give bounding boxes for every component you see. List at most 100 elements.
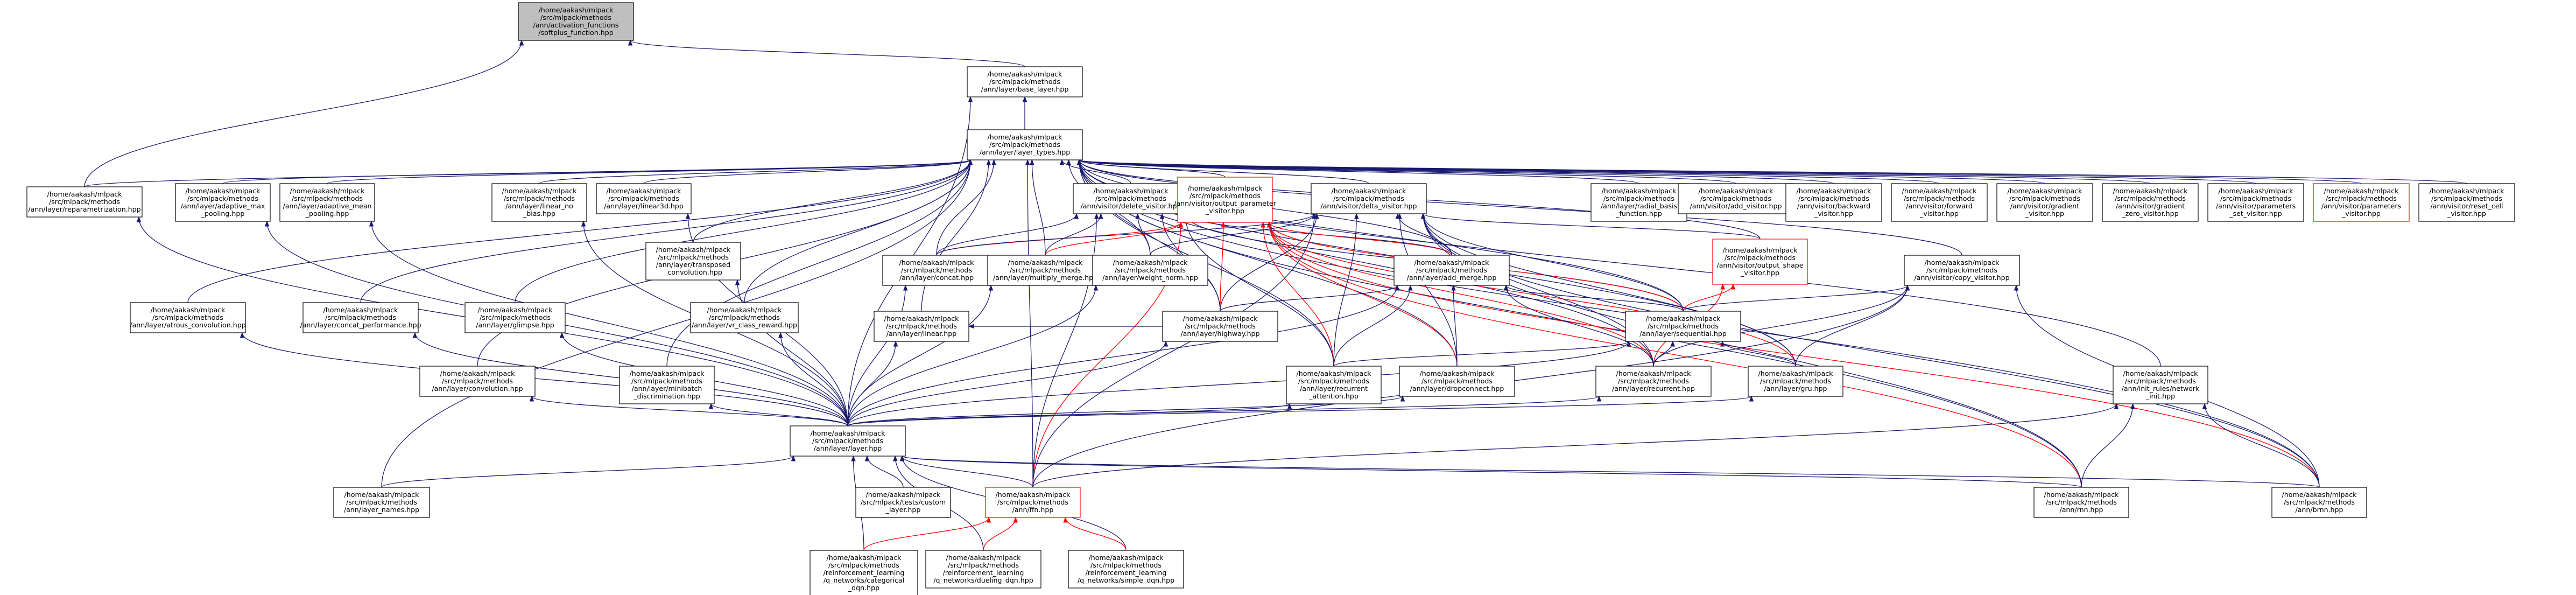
node-copy-visitor[interactable]: /home/aakash/mlpack/src/mlpack/methods/a… xyxy=(1904,255,2020,286)
edge-arrowhead xyxy=(1596,395,1602,402)
node-base-layer[interactable]: /home/aakash/mlpack/src/mlpack/methods/a… xyxy=(967,66,1083,97)
node-label-line: /src/mlpack/methods xyxy=(346,498,417,506)
node-label-line: /ann/activation_functions xyxy=(533,21,619,29)
node-dueling-dqn[interactable]: /home/aakash/mlpack/src/mlpack/methods/r… xyxy=(925,550,1041,589)
node-linear3d[interactable]: /home/aakash/mlpack/src/mlpack/methods/a… xyxy=(596,183,692,214)
edge-arrowhead xyxy=(1135,213,1140,219)
node-box xyxy=(2418,183,2515,222)
node-label-line: /ann/layer/highway.hpp xyxy=(1180,330,1259,338)
edge-line xyxy=(1333,213,1357,367)
edge-output-shape-to-delta-visitor xyxy=(1420,213,1761,240)
node-reset-cell[interactable]: /home/aakash/mlpack/src/mlpack/methods/a… xyxy=(2418,183,2515,222)
node-label-line: /src/mlpack/methods xyxy=(152,313,223,321)
node-multiply-merge[interactable]: /home/aakash/mlpack/src/mlpack/methods/a… xyxy=(987,255,1103,286)
edge-simple-dqn-to-ffn xyxy=(1063,516,1127,551)
node-gradient-visitor[interactable]: /home/aakash/mlpack/src/mlpack/methods/a… xyxy=(1996,183,2093,222)
node-box xyxy=(1092,255,1208,286)
node-label-line: /ann/visitor/delta_visitor.hpp xyxy=(1320,202,1417,210)
node-recurrent[interactable]: /home/aakash/mlpack/src/mlpack/methods/a… xyxy=(1595,366,1712,397)
edge-layer-to-concat xyxy=(847,284,908,426)
node-adaptive-max[interactable]: /home/aakash/mlpack/src/mlpack/methods/a… xyxy=(175,183,271,222)
node-box xyxy=(855,487,951,518)
node-layer[interactable]: /home/aakash/mlpack/src/mlpack/methods/a… xyxy=(790,425,906,457)
node-backward-visitor[interactable]: /home/aakash/mlpack/src/mlpack/methods/a… xyxy=(1785,183,1882,222)
node-recurrent-attention[interactable]: /home/aakash/mlpack/src/mlpack/methods/a… xyxy=(1286,366,1382,404)
edge-arrowhead xyxy=(1720,283,1725,290)
node-label-line: /home/aakash/mlpack xyxy=(1008,258,1083,267)
node-label-line: _convolution.hpp xyxy=(664,268,722,276)
node-box xyxy=(26,186,143,218)
node-label-line: /home/aakash/mlpack xyxy=(186,187,261,195)
node-convolution[interactable]: /home/aakash/mlpack/src/mlpack/methods/a… xyxy=(419,366,536,397)
node-simple-dqn[interactable]: /home/aakash/mlpack/src/mlpack/methods/r… xyxy=(1068,550,1184,589)
node-layer-types[interactable]: /home/aakash/mlpack/src/mlpack/methods/a… xyxy=(967,129,1083,160)
node-parameters-visitor[interactable]: /home/aakash/mlpack/src/mlpack/methods/a… xyxy=(2313,183,2410,222)
node-output-shape[interactable]: /home/aakash/mlpack/src/mlpack/methods/a… xyxy=(1712,239,1808,285)
node-label-line: /src/mlpack/methods xyxy=(2046,498,2117,506)
edge-line xyxy=(1423,213,1761,240)
node-vr-class-reward[interactable]: /home/aakash/mlpack/src/mlpack/methods/a… xyxy=(690,302,799,333)
edge-adaptive-mean-to-layer-types xyxy=(327,159,973,184)
node-concat-performance[interactable]: /home/aakash/mlpack/src/mlpack/methods/a… xyxy=(300,302,421,333)
edge-line xyxy=(1027,159,1033,488)
node-label-line: /ann/layer/radial_basis xyxy=(1601,202,1677,210)
node-brnn[interactable]: /home/aakash/mlpack/src/mlpack/methods/a… xyxy=(2271,487,2367,518)
node-label-line: /src/mlpack/methods xyxy=(442,377,513,385)
node-box xyxy=(419,366,536,397)
node-weight-norm[interactable]: /home/aakash/mlpack/src/mlpack/methods/a… xyxy=(1092,255,1208,286)
node-linear-no-bias[interactable]: /home/aakash/mlpack/src/mlpack/methods/a… xyxy=(491,183,587,222)
node-box xyxy=(2207,183,2304,222)
node-label-line: _function.hpp xyxy=(1615,209,1662,218)
edge-line xyxy=(737,279,848,426)
edge-line xyxy=(515,159,971,303)
node-ffn[interactable]: /home/aakash/mlpack/src/mlpack/methods/a… xyxy=(985,487,1081,518)
edge-arrowhead xyxy=(1354,213,1359,219)
node-adaptive-mean[interactable]: /home/aakash/mlpack/src/mlpack/methods/a… xyxy=(279,183,375,222)
node-forward-visitor[interactable]: /home/aakash/mlpack/src/mlpack/methods/a… xyxy=(1891,183,1988,222)
node-glimpse[interactable]: /home/aakash/mlpack/src/mlpack/methods/a… xyxy=(464,302,566,333)
edge-arrowhead xyxy=(369,220,374,227)
node-label-line: /ann/layer/sequential.hpp xyxy=(1639,330,1727,338)
node-label-line: /home/aakash/mlpack xyxy=(1616,369,1692,377)
node-concat[interactable]: /home/aakash/mlpack/src/mlpack/methods/a… xyxy=(882,255,991,286)
node-radial-basis[interactable]: /home/aakash/mlpack/src/mlpack/methods/a… xyxy=(1590,183,1687,222)
node-parameters-set[interactable]: /home/aakash/mlpack/src/mlpack/methods/a… xyxy=(2207,183,2304,222)
edge-line xyxy=(84,159,971,187)
node-label-line: /src/mlpack/methods xyxy=(828,561,899,569)
node-dropconnect[interactable]: /home/aakash/mlpack/src/mlpack/methods/a… xyxy=(1399,366,1515,397)
node-transposed-conv[interactable]: /home/aakash/mlpack/src/mlpack/methods/a… xyxy=(645,242,741,281)
node-box xyxy=(130,302,246,333)
node-gradient-zero[interactable]: /home/aakash/mlpack/src/mlpack/methods/a… xyxy=(2102,183,2199,222)
node-layer-names[interactable]: /home/aakash/mlpack/src/mlpack/methods/a… xyxy=(333,487,430,518)
edge-arrowhead xyxy=(735,279,740,285)
node-delta-visitor[interactable]: /home/aakash/mlpack/src/mlpack/methods/a… xyxy=(1311,183,1427,214)
edge-arrowhead xyxy=(1408,284,1413,291)
node-delete-visitor[interactable]: /home/aakash/mlpack/src/mlpack/methods/a… xyxy=(1073,183,1189,214)
node-categorical-dqn[interactable]: /home/aakash/mlpack/src/mlpack/methods/r… xyxy=(810,550,918,595)
edge-arrowhead xyxy=(2130,403,2135,409)
edge-arrowhead xyxy=(1400,395,1405,402)
edge-recurrent-to-sequential xyxy=(1653,340,1675,367)
edge-line xyxy=(847,285,1398,426)
node-root[interactable]: /home/aakash/mlpack/src/mlpack/methods/a… xyxy=(518,2,634,41)
node-atrous[interactable]: /home/aakash/mlpack/src/mlpack/methods/a… xyxy=(130,302,246,333)
edge-line xyxy=(1505,285,1684,312)
node-init-rules[interactable]: /home/aakash/mlpack/src/mlpack/methods/a… xyxy=(2113,366,2208,404)
node-minibatch[interactable]: /home/aakash/mlpack/src/mlpack/methods/a… xyxy=(619,366,715,404)
node-highway[interactable]: /home/aakash/mlpack/src/mlpack/methods/a… xyxy=(1162,311,1278,342)
node-add-visitor[interactable]: /home/aakash/mlpack/src/mlpack/methods/a… xyxy=(1678,183,1794,214)
node-reparametrization[interactable]: /home/aakash/mlpack/src/mlpack/methods/a… xyxy=(26,186,143,218)
node-label-line: /home/aakash/mlpack xyxy=(1699,187,1774,195)
node-rnn[interactable]: /home/aakash/mlpack/src/mlpack/methods/a… xyxy=(2033,487,2129,518)
node-linear[interactable]: /home/aakash/mlpack/src/mlpack/methods/a… xyxy=(874,311,969,342)
node-label-line: /home/aakash/mlpack xyxy=(2123,369,2199,377)
node-label-line: /ann/init_rules/network xyxy=(2122,384,2200,393)
edge-arrowhead xyxy=(968,324,974,329)
node-add-merge[interactable]: /home/aakash/mlpack/src/mlpack/methods/a… xyxy=(1393,255,1510,286)
node-box xyxy=(1748,366,1843,397)
node-gru[interactable]: /home/aakash/mlpack/src/mlpack/methods/a… xyxy=(1748,366,1843,397)
node-custom-layer[interactable]: /home/aakash/mlpack/src/mlpack/tests/cus… xyxy=(855,487,951,518)
node-output-parameter[interactable]: /home/aakash/mlpack/src/mlpack/methods/a… xyxy=(1174,177,1277,223)
node-sequential[interactable]: /home/aakash/mlpack/src/mlpack/methods/a… xyxy=(1625,311,1741,342)
edge-sequential-to-output-shape xyxy=(1683,283,1736,312)
